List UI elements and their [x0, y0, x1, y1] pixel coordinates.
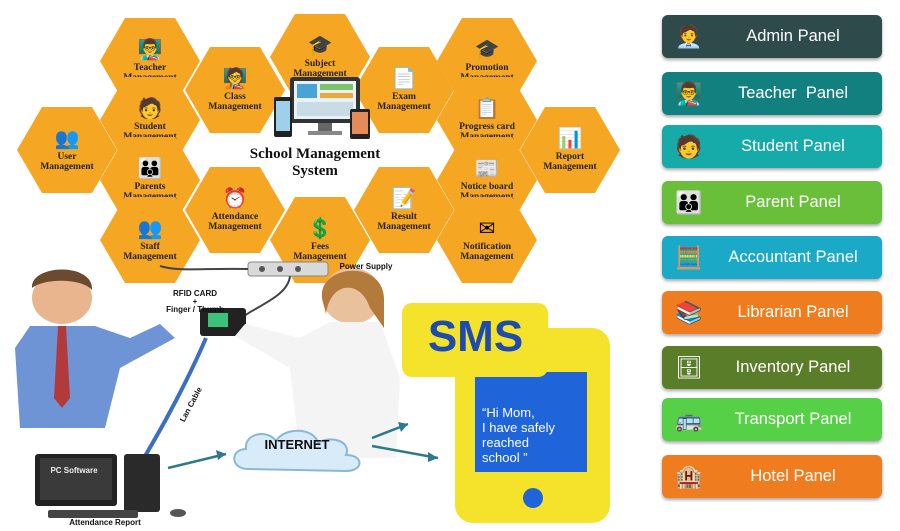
hex-label: Attendance Management — [208, 212, 262, 232]
classroom-icon: 🧑‍🏫 — [222, 68, 248, 90]
librarian-icon: 📚 — [675, 299, 703, 325]
panel-label: Teacher Panel — [737, 84, 849, 102]
admin-panel-button[interactable]: 🧑‍💼 Admin Panel — [662, 15, 882, 58]
progress-card-icon: 📋 — [474, 98, 500, 120]
rfid-attendance-illustration — [15, 261, 439, 518]
hex-label: Staff Management — [123, 242, 177, 262]
hotel-building-icon: 🏨 — [675, 463, 703, 489]
hex-report-management[interactable]: 📊 Report Management — [520, 107, 620, 193]
attendance-clock-icon: ⏰ — [222, 188, 248, 210]
hotel-panel-button[interactable]: 🏨 Hotel Panel — [662, 455, 882, 498]
hex-attendance-management[interactable]: ⏰ Attendance Management — [185, 167, 285, 253]
sms-speech-bubble — [402, 303, 548, 377]
admin-icon: 🧑‍💼 — [675, 23, 703, 49]
exam-paper-icon: 📄 — [391, 68, 417, 90]
hex-label: Fees Management — [293, 242, 347, 262]
teacher-panel-button[interactable]: 👨‍🏫 Teacher Panel — [662, 72, 882, 115]
internet-cloud — [233, 429, 361, 473]
inventory-panel-button[interactable]: 🗄 Inventory Panel — [662, 346, 882, 389]
panel-label: Hotel Panel — [750, 467, 836, 485]
panel-label: Admin Panel — [746, 27, 840, 45]
accountant-panel-button[interactable]: 🧮 Accountant Panel — [662, 236, 882, 279]
phone-home-button-icon — [523, 488, 543, 508]
rfid-card-label: RFID CARD + Finger / Thumb — [166, 289, 224, 314]
inventory-icon: 🗄 — [675, 354, 703, 380]
pc-software-label: PC Software — [50, 466, 98, 475]
result-icon: 📝 — [391, 188, 417, 210]
center-title: School Management System — [249, 146, 381, 179]
power-supply-label: Power Supply — [339, 262, 393, 271]
devices-illustration — [274, 77, 370, 139]
parent-panel-button[interactable]: 👪 Parent Panel — [662, 181, 882, 224]
hex-label: Exam Management — [377, 92, 431, 112]
graduation-cap-icon: 🎓 — [307, 35, 333, 57]
users-icon: 👥 — [54, 128, 80, 150]
hex-label: Subject Management — [293, 59, 347, 79]
hex-label: User Management — [40, 152, 94, 172]
panel-label: Student Panel — [741, 137, 845, 155]
sms-label: SMS — [427, 312, 524, 361]
notification-envelope-icon: ✉ — [478, 218, 496, 240]
internet-label: INTERNET — [264, 437, 330, 452]
teacher-icon: 👨‍🏫 — [675, 80, 703, 106]
hex-label: Class Management — [208, 92, 262, 112]
student-icon: 🧑 — [675, 133, 703, 159]
hex-label: Report Management — [543, 152, 597, 172]
staff-icon: 👥 — [137, 218, 163, 240]
graduate-icon: 🎓 — [474, 39, 500, 61]
accountant-icon: 🧮 — [675, 244, 703, 270]
librarian-panel-button[interactable]: 📚 Librarian Panel — [662, 291, 882, 334]
panel-label: Parent Panel — [745, 193, 841, 211]
notice-board-icon: 📰 — [474, 158, 500, 180]
parents-icon: 👪 — [675, 189, 703, 215]
sms-message: “Hi Mom, I have safely reached school ” — [482, 405, 555, 465]
teacher-icon: 👨‍🏫 — [137, 39, 163, 61]
attendance-report-label: Attendance Report — [69, 518, 141, 527]
parents-icon: 👪 — [137, 158, 163, 180]
panel-label: Accountant Panel — [728, 248, 858, 266]
panel-label: Librarian Panel — [737, 303, 849, 321]
sms-phone-screen — [475, 372, 587, 472]
report-icon: 📊 — [557, 128, 583, 150]
panel-label: Inventory Panel — [735, 358, 851, 376]
fees-dollar-icon: 💲 — [307, 218, 333, 240]
hex-class-management[interactable]: 🧑‍🏫 Class Management — [185, 47, 285, 133]
hex-label: Notification Management — [460, 242, 514, 262]
hex-label: Result Management — [377, 212, 431, 232]
student-icon: 🧑 — [137, 98, 163, 120]
student-panel-button[interactable]: 🧑 Student Panel — [662, 125, 882, 168]
panel-label: Transport Panel — [734, 410, 852, 428]
transport-panel-button[interactable]: 🚌 Transport Panel — [662, 398, 882, 441]
bus-icon: 🚌 — [675, 406, 703, 432]
